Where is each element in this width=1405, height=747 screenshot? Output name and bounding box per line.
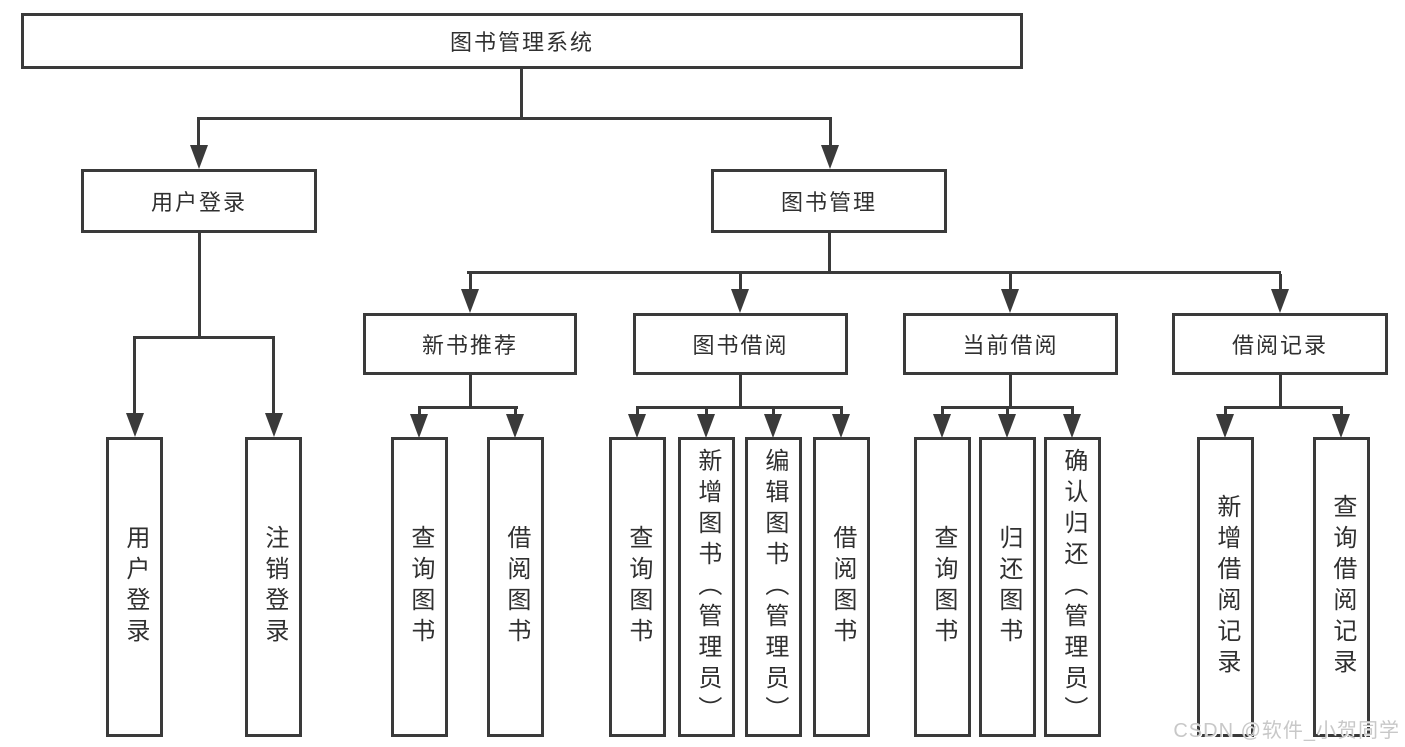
connector-line	[941, 409, 944, 418]
node-label: 借阅记录	[1231, 333, 1328, 358]
connector-line	[772, 409, 775, 418]
node-book-borrowing: 图书借阅	[633, 313, 848, 375]
connector-line	[828, 233, 831, 274]
leaf-borrow-books: 借阅图书	[487, 437, 544, 737]
arrowhead	[1216, 414, 1234, 438]
leaf-label: 注销登录	[260, 525, 288, 649]
node-new-book-recommendation: 新书推荐	[363, 313, 577, 375]
connector-line	[418, 406, 518, 409]
leaf-label: 新增借阅记录	[1212, 494, 1240, 680]
connector-line	[1009, 375, 1012, 409]
connector-line	[197, 117, 832, 120]
connector-line	[1224, 409, 1227, 418]
node-label: 新书推荐	[421, 333, 518, 358]
leaf-label: 查询图书	[624, 525, 652, 649]
arrowhead	[821, 145, 839, 169]
connector-line	[636, 406, 843, 409]
connector-line	[1009, 274, 1012, 292]
arrowhead	[1063, 414, 1081, 438]
arrowhead	[697, 414, 715, 438]
node-label: 用户登录	[150, 190, 247, 215]
arrowhead	[190, 145, 208, 169]
leaf-add-borrow-record: 新增借阅记录	[1197, 437, 1254, 737]
node-book-management: 图书管理	[711, 169, 947, 233]
arrowhead	[1001, 289, 1019, 313]
leaf-label: 查询图书	[406, 525, 434, 649]
connector-line	[520, 69, 523, 120]
node-label: 图书借阅	[692, 333, 789, 358]
connector-line	[1006, 409, 1009, 418]
arrowhead	[461, 289, 479, 313]
node-label: 图书管理	[780, 190, 877, 215]
node-user-login: 用户登录	[81, 169, 317, 233]
leaf-return-books: 归还图书	[979, 437, 1036, 737]
leaf-query-borrow-record: 查询借阅记录	[1313, 437, 1370, 737]
leaf-query-books: 查询图书	[391, 437, 448, 737]
node-root: 图书管理系统	[21, 13, 1023, 69]
connector-line	[197, 120, 200, 148]
connector-line	[514, 409, 517, 418]
leaf-label: 查询图书	[929, 525, 957, 649]
leaf-query-books: 查询图书	[914, 437, 971, 737]
connector-line	[1279, 274, 1282, 292]
arrowhead	[998, 414, 1016, 438]
leaf-confirm-return-admin: 确认归还（管理员）	[1044, 437, 1101, 737]
node-current-borrowing: 当前借阅	[903, 313, 1118, 375]
leaf-user-login: 用户登录	[106, 437, 163, 737]
connector-line	[469, 375, 472, 409]
connector-line	[1224, 406, 1343, 409]
arrowhead	[628, 414, 646, 438]
arrowhead	[265, 413, 283, 437]
node-root-label: 图书管理系统	[449, 30, 594, 55]
leaf-label: 编辑图书（管理员）	[760, 447, 788, 727]
connector-line	[829, 120, 832, 148]
node-label: 当前借阅	[962, 333, 1059, 358]
connector-line	[467, 271, 1281, 274]
leaf-query-books: 查询图书	[609, 437, 666, 737]
csdn-watermark: CSDN @软件_小贺同学	[1173, 720, 1400, 742]
arrowhead	[832, 414, 850, 438]
arrowhead	[506, 414, 524, 438]
connector-line	[1279, 375, 1282, 409]
connector-line	[1071, 409, 1074, 418]
leaf-edit-books-admin: 编辑图书（管理员）	[745, 437, 802, 737]
arrowhead	[1271, 289, 1289, 313]
leaf-logout: 注销登录	[245, 437, 302, 737]
leaf-label: 归还图书	[994, 525, 1022, 649]
leaf-label: 确认归还（管理员）	[1059, 447, 1087, 727]
connector-line	[705, 409, 708, 418]
leaf-label: 新增图书（管理员）	[693, 447, 721, 727]
connector-line	[739, 274, 742, 292]
connector-line	[941, 406, 1074, 409]
arrowhead	[410, 414, 428, 438]
leaf-borrow-books: 借阅图书	[813, 437, 870, 737]
connector-line	[739, 375, 742, 409]
leaf-label: 借阅图书	[502, 525, 530, 649]
connector-line	[840, 409, 843, 418]
arrowhead	[764, 414, 782, 438]
leaf-label: 借阅图书	[828, 525, 856, 649]
connector-line	[272, 339, 275, 415]
arrowhead	[731, 289, 749, 313]
node-borrowing-records: 借阅记录	[1172, 313, 1388, 375]
leaf-label: 用户登录	[121, 525, 149, 649]
connector-line	[198, 233, 201, 336]
connector-line	[418, 409, 421, 418]
connector-line	[636, 409, 639, 418]
arrowhead	[933, 414, 951, 438]
leaf-add-books-admin: 新增图书（管理员）	[678, 437, 735, 737]
leaf-label: 查询借阅记录	[1328, 494, 1356, 680]
arrowhead	[1332, 414, 1350, 438]
connector-line	[133, 339, 136, 415]
connector-line	[133, 336, 275, 339]
connector-line	[469, 274, 472, 292]
connector-line	[1340, 409, 1343, 418]
arrowhead	[126, 413, 144, 437]
